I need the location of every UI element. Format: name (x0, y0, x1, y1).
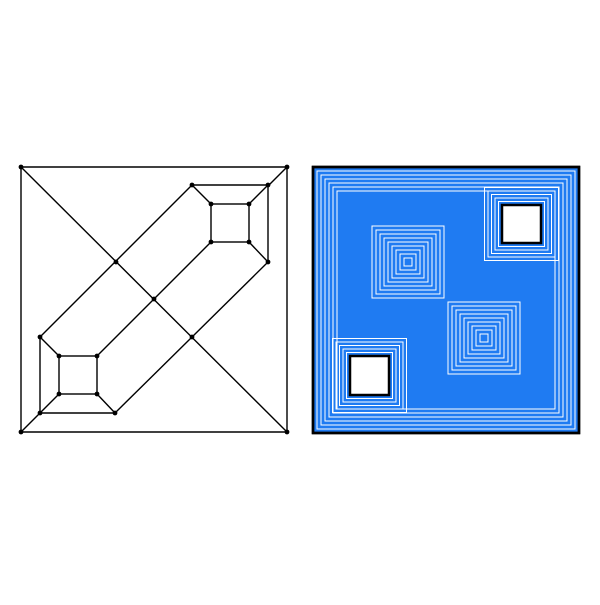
contour-outer-offset (332, 186, 560, 414)
outer-border (311, 165, 581, 435)
contour-spiral-2 (451, 305, 517, 371)
contour-hole-bl (339, 345, 400, 406)
edge-bl-link1 (39, 336, 60, 357)
contour-outer-offset (328, 182, 564, 418)
vertex (151, 296, 157, 302)
contour-spiral-1 (375, 229, 441, 295)
contour-spiral-2 (467, 321, 501, 355)
contour-spiral-1 (387, 241, 429, 283)
arrow-band-inner-2 (117, 327, 125, 335)
contour-spiral-2 (459, 313, 509, 363)
edge-bl-link2 (39, 393, 60, 414)
vertex (208, 239, 214, 245)
vertex (112, 410, 118, 416)
contour-spiral-2 (463, 317, 505, 359)
arrow-band-inner-1 (181, 265, 189, 273)
arrow-tr-link (199, 192, 206, 199)
contour-spiral-2 (479, 333, 489, 343)
contour-outer-offset (336, 190, 556, 410)
vertices (18, 164, 290, 435)
arrow-band-upper-2 (151, 219, 159, 227)
contour-outer-offset (324, 178, 568, 422)
edge-bl-link3 (96, 393, 116, 414)
vertex (18, 429, 24, 435)
vertex (265, 259, 271, 265)
contour-hole-tr (484, 187, 559, 261)
vertex (284, 429, 290, 435)
vertex (94, 353, 100, 359)
holes (348, 203, 543, 397)
vertex (189, 182, 195, 188)
vertex (246, 239, 252, 245)
vertex (94, 391, 100, 397)
edge-bl-hole (58, 355, 98, 395)
edge-tr-link3 (248, 241, 269, 263)
arrow-band-lower-2 (147, 373, 155, 381)
edge-corner-bl (20, 412, 41, 433)
edge-tr-link2 (248, 184, 269, 205)
contour-spiral-1 (379, 233, 437, 291)
contour-spiral-1 (383, 237, 433, 287)
vertex (246, 201, 252, 207)
contour-spiral-2 (447, 301, 521, 375)
arrow-diag-3 (235, 381, 245, 391)
contour-outer-offset (316, 170, 576, 430)
contour-hole-bl (342, 348, 397, 403)
contour-spiral-2 (475, 329, 493, 347)
contour-hole-tr (494, 197, 549, 251)
contour-spiral-2 (455, 309, 513, 367)
vertex (284, 164, 290, 170)
contour-spiral-1 (395, 249, 421, 275)
contour-hole-tr (498, 201, 545, 247)
hole-bottom-left (348, 354, 391, 397)
vertex (265, 182, 271, 188)
vertex (18, 164, 24, 170)
vertex (37, 410, 43, 416)
arrow-diag-2 (167, 313, 177, 323)
contour-hole-bl (332, 338, 407, 413)
vertex (56, 391, 62, 397)
graph-panel (18, 164, 290, 435)
edge-arrows (20, 166, 288, 433)
vertex (37, 334, 43, 340)
contour-outer-offset (320, 174, 572, 426)
contour-hole-bl (346, 352, 393, 399)
contour-spiral-1 (391, 245, 425, 279)
contour-hole-tr (487, 190, 556, 258)
arrow-band-lower-1 (228, 296, 236, 304)
hole-top-right (500, 203, 543, 245)
edge-tr-hole (210, 203, 250, 243)
contour-lines (316, 170, 576, 430)
contour-spiral-1 (399, 253, 417, 271)
contour-hole-tr (491, 194, 552, 254)
vertex (208, 201, 214, 207)
contour-spiral-1 (371, 225, 445, 299)
arrow-diag-1 (59, 205, 69, 215)
arrow-band-upper-1 (71, 299, 79, 307)
vertex (189, 334, 195, 340)
contour-hole-bl (335, 341, 404, 410)
contour-spiral-1 (403, 257, 413, 267)
vertex (113, 259, 119, 265)
vertex (56, 353, 62, 359)
toolpath-panel (311, 165, 581, 435)
edge-corner-tr (267, 166, 288, 187)
contour-spiral-2 (471, 325, 497, 351)
